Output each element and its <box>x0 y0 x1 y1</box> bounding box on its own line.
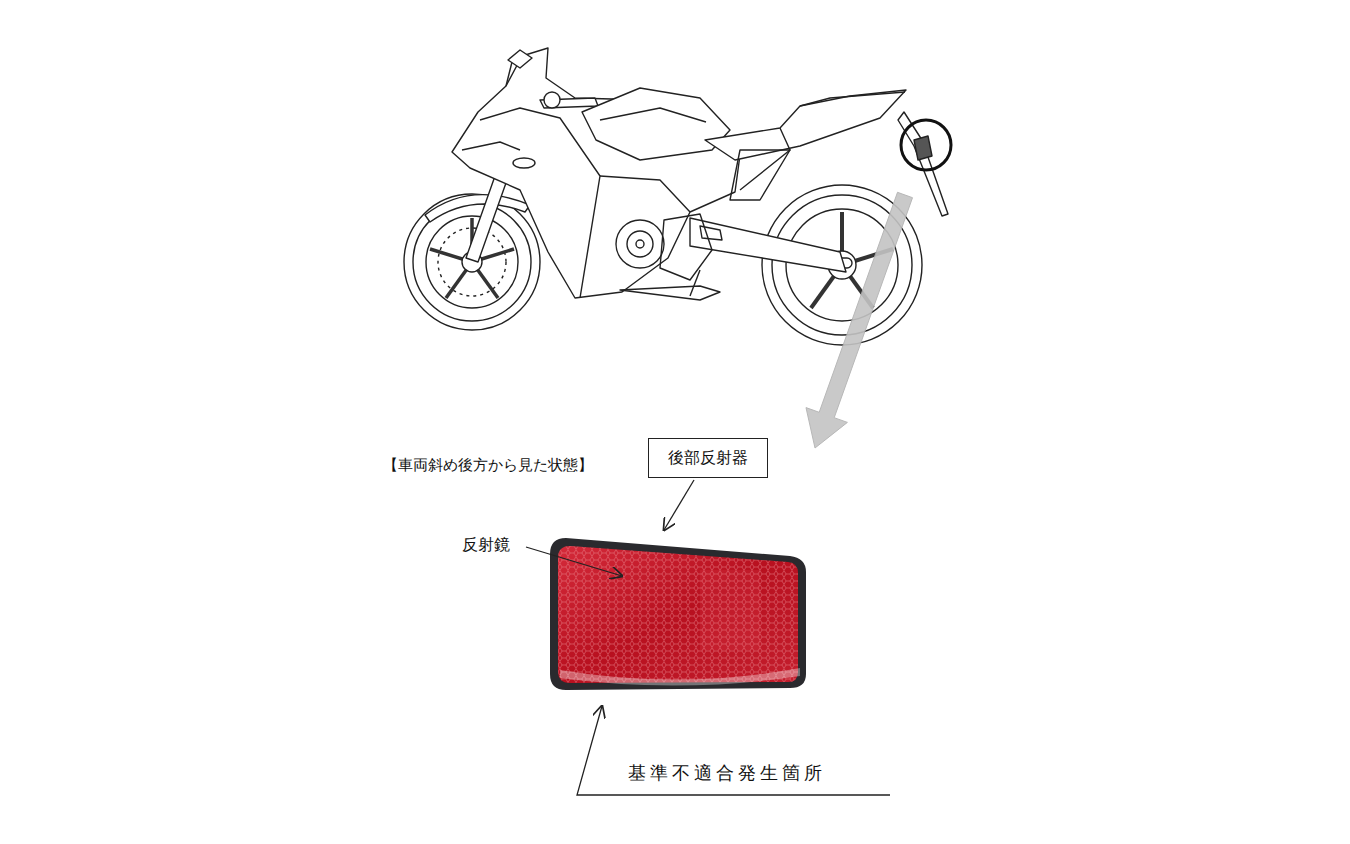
leader-line <box>577 706 890 795</box>
leader-lines <box>526 480 890 795</box>
reflector-photo <box>550 538 806 690</box>
callout-note: 基準不適合発生箇所 <box>628 761 826 785</box>
node-text: 後部反射器 <box>668 448 748 469</box>
highlight-circle <box>901 120 951 170</box>
leader-line <box>526 547 622 576</box>
leader-line <box>664 480 694 530</box>
part-label: 反射鏡 <box>462 535 510 556</box>
pointer-arrow <box>806 192 913 448</box>
label-box: 後部反射器 <box>648 438 768 478</box>
part-label: 【車両斜め後方から見た状態】 <box>383 456 593 475</box>
